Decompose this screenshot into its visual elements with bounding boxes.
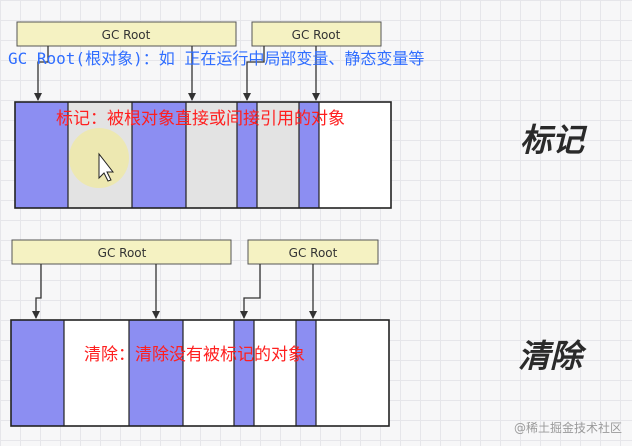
mark-memory-frame xyxy=(14,101,392,209)
cursor-pointer-icon xyxy=(98,152,115,182)
mark-object-unreferenced xyxy=(257,102,299,208)
mark-object-unreferenced xyxy=(186,102,237,208)
sweep-gc-root-label-1: GC Root xyxy=(98,246,147,260)
sweep-section: GC Root GC Root 清除：清除没有被标记的对象 清除 xyxy=(10,239,587,427)
mark-object-referenced xyxy=(299,102,319,208)
mark-gc-root-label-1: GC Root xyxy=(102,28,151,42)
mark-gc-root-box-1: GC Root xyxy=(16,21,237,47)
watermark: @稀土掘金技术社区 xyxy=(514,420,622,435)
sweep-object-survivor xyxy=(11,320,64,426)
mark-free-space xyxy=(319,102,391,208)
mark-object-dividers xyxy=(67,102,320,208)
sweep-free-space xyxy=(64,320,129,426)
sweep-gc-root-box-2: GC Root xyxy=(247,239,379,265)
sweep-reference-arrow-1 xyxy=(32,264,42,319)
sweep-reference-arrow-3 xyxy=(240,264,261,319)
sweep-gc-root-box-1: GC Root xyxy=(11,239,232,265)
sweep-object-survivor xyxy=(129,320,183,426)
sweep-object-dividers xyxy=(63,320,317,426)
gc-root-caption: GC Root(根对象)：如 正在运行中局部变量、静态变量等 xyxy=(8,49,424,68)
sweep-memory-frame xyxy=(10,319,390,427)
sweep-free-space xyxy=(183,320,234,426)
sweep-free-space xyxy=(316,320,389,426)
sweep-annotation: 清除：清除没有被标记的对象 xyxy=(84,345,305,365)
mark-object-referenced xyxy=(237,102,257,208)
mark-object-referenced xyxy=(15,102,68,208)
mark-object-referenced xyxy=(132,102,186,208)
mark-gc-root-box-2: GC Root xyxy=(251,21,382,47)
sweep-gc-root-label-2: GC Root xyxy=(289,246,338,260)
mark-section: GC Root GC Root xyxy=(14,21,588,209)
sweep-side-label: 清除 xyxy=(518,337,587,375)
sweep-object-survivor xyxy=(296,320,316,426)
mark-reference-arrow-3 xyxy=(243,46,265,101)
mark-gc-root-label-2: GC Root xyxy=(292,28,341,42)
sweep-object-survivor xyxy=(234,320,254,426)
mark-reference-arrow-1 xyxy=(34,46,49,101)
mark-annotation: 标记：被根对象直接或间接引用的对象 xyxy=(56,109,345,129)
mark-side-label: 标记 xyxy=(520,121,588,159)
sweep-free-space xyxy=(254,320,296,426)
